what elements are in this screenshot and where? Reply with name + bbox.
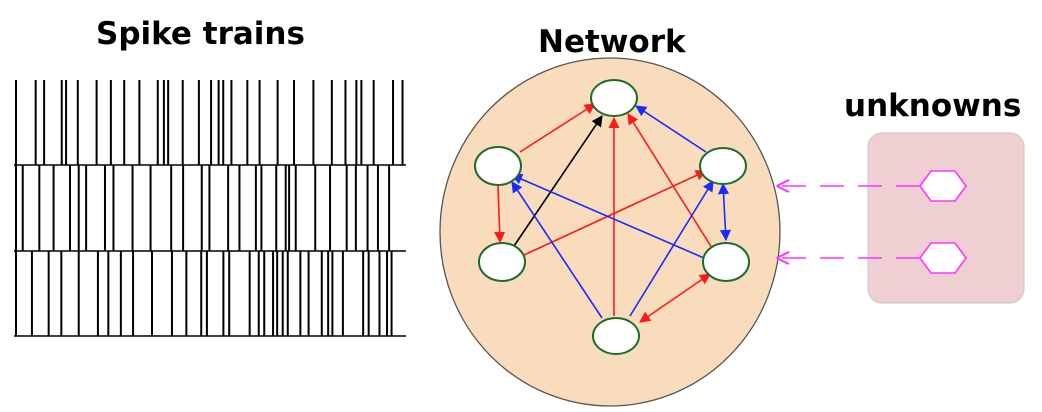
node-upper-right bbox=[699, 147, 747, 185]
node-lower-right bbox=[702, 242, 750, 282]
node-lower-left bbox=[478, 242, 526, 282]
node-bottom bbox=[592, 317, 640, 355]
edge-bottom-to-upperleft bbox=[511, 181, 603, 319]
unknowns-box bbox=[867, 132, 1025, 304]
edge-lowerleft-to-top bbox=[513, 115, 603, 247]
spike-trains-panel bbox=[14, 80, 406, 337]
edge-upperleft-to-top bbox=[519, 103, 596, 153]
edge-lowerright-to-top bbox=[627, 113, 713, 249]
edge-lowerright-to-upperleft bbox=[510, 173, 705, 259]
edge-upperright-to-top bbox=[635, 105, 707, 153]
unknowns-panel bbox=[778, 132, 1025, 304]
spike-row-1 bbox=[15, 80, 404, 165]
edge-bottom-lowerright bbox=[639, 273, 711, 323]
hidden-node-1 bbox=[919, 170, 967, 202]
spike-row-2 bbox=[15, 165, 391, 251]
node-upper-left bbox=[474, 146, 522, 186]
edge-lowerleft-to-upperright bbox=[523, 170, 708, 256]
network-panel bbox=[439, 57, 781, 407]
network-title: Network bbox=[538, 24, 686, 60]
edge-upperright-lowerright bbox=[717, 182, 732, 242]
unknowns-title: unknowns bbox=[844, 88, 1022, 124]
hidden-node-2 bbox=[919, 242, 967, 274]
node-top bbox=[590, 79, 638, 117]
edge-upperleft-to-lowerleft bbox=[494, 185, 506, 244]
spike-row-3 bbox=[15, 251, 393, 336]
spike-trains-title: Spike trains bbox=[96, 16, 305, 52]
